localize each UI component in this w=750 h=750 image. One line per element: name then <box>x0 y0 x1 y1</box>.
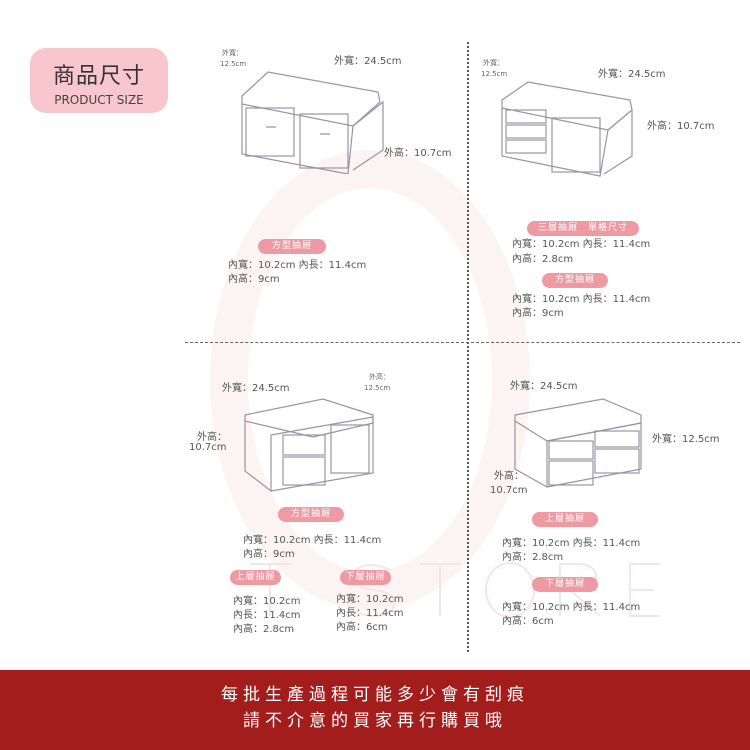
footer-line1: 每批生產過程可能多少會有刮痕 <box>221 685 529 705</box>
q3-height-value: 10.7cm <box>189 442 227 453</box>
q3-lower-line: 內高：6cm <box>336 622 388 633</box>
q4-lower-badge: 下層抽屜 <box>532 577 598 592</box>
q3-badge: 方型抽屜 <box>278 507 344 522</box>
product-box-4-drawer-icon <box>514 398 642 489</box>
q2-badge-square: 方型抽屜 <box>542 273 608 288</box>
q2-spec1-line1: 內寬：10.2cm 內長：11.4cm <box>512 239 651 250</box>
q3-upper-line: 內長：11.4cm <box>233 610 301 621</box>
q3-spec-line2: 內高：9cm <box>243 549 295 560</box>
q3-depth-value: 12.5cm <box>364 384 391 392</box>
q3-upper-line: 內高：2.8cm <box>233 624 295 635</box>
q3-width: 外寬：24.5cm <box>222 383 290 394</box>
q2-spec1-line2: 內高：2.8cm <box>512 254 574 265</box>
q4-upper-badge: 上層抽屜 <box>532 512 598 527</box>
q3-height-label: 外高： <box>197 432 227 443</box>
q1-spec-line1: 內寬：10.2cm 內長：11.4cm <box>228 260 367 271</box>
q3-lower-line: 內寬：10.2cm <box>336 594 404 605</box>
footer-line2: 請不介意的買家再行購買哦 <box>243 711 507 731</box>
product-box-3-drawer-icon <box>501 81 633 177</box>
q1-height: 外高：10.7cm <box>384 148 452 159</box>
q2-spec2-line2: 內高：9cm <box>512 308 564 319</box>
q2-height: 外高：10.7cm <box>647 121 715 132</box>
q4-upper-line1: 內寬：10.2cm 內長：11.4cm <box>502 538 641 549</box>
q4-height-label: 外高： <box>494 471 524 482</box>
q4-upper-line2: 內高：2.8cm <box>502 552 564 563</box>
q2-badge-3-layer: 三層抽屜 單格尺寸 <box>527 221 639 236</box>
q2-width: 外寬：24.5cm <box>598 69 666 80</box>
title-en: PRODUCT SIZE <box>54 93 144 107</box>
q3-spec-line1: 內寬：10.2cm 內長：11.4cm <box>243 535 382 546</box>
q3-upper-badge: 上層抽屜 <box>230 570 281 585</box>
q1-spec-line2: 內高：9cm <box>228 274 280 285</box>
q3-depth-label: 外高： <box>369 373 390 381</box>
q1-width: 外寬：24.5cm <box>334 56 402 67</box>
q1-depth-value: 12.5cm <box>220 60 247 68</box>
q2-depth-label: 外寬： <box>483 59 504 67</box>
q1-depth-label: 外寬： <box>222 49 243 57</box>
product-box-3-drawer-mixed-icon <box>244 398 374 493</box>
title-zh: 商品尺寸 <box>52 64 145 89</box>
q2-spec2-line1: 內寬：10.2cm 內長：11.4cm <box>512 294 651 305</box>
vertical-divider <box>467 42 469 652</box>
q1-badge: 方型抽屜 <box>258 239 326 254</box>
q4-height-value: 10.7cm <box>490 485 528 496</box>
q2-depth-value: 12.5cm <box>481 70 508 78</box>
footer-notice: 每批生產過程可能多少會有刮痕 請不介意的買家再行購買哦 <box>0 670 750 750</box>
q3-lower-line: 內長：11.4cm <box>336 608 404 619</box>
q4-depth: 外寬：12.5cm <box>652 434 720 445</box>
q4-lower-line1: 內寬：10.2cm 內長：11.4cm <box>502 602 641 613</box>
q4-width: 外寬：24.5cm <box>510 381 578 392</box>
q3-lower-badge: 下層抽屜 <box>340 570 391 585</box>
horizontal-divider <box>185 342 740 343</box>
q3-upper-line: 內寬：10.2cm <box>233 596 301 607</box>
title-badge: 商品尺寸 PRODUCT SIZE <box>30 48 168 113</box>
product-box-2-drawer-icon <box>241 71 384 174</box>
q4-lower-line2: 內高：6cm <box>502 616 554 627</box>
